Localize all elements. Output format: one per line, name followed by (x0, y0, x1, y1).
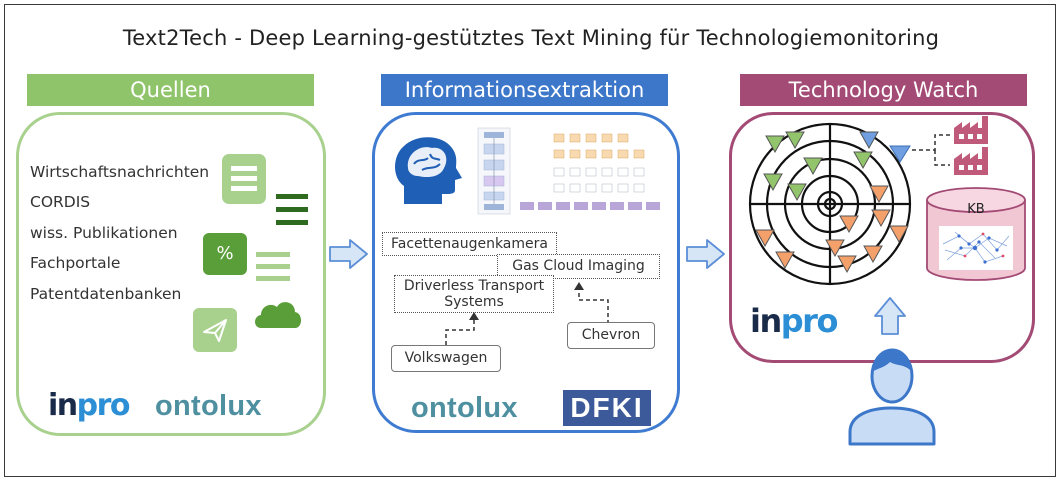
percent-icon (203, 233, 247, 275)
technology-watch-header: Technology Watch (740, 74, 1027, 106)
source-item: Patentdatenbanken (30, 285, 182, 303)
brain-head-icon (395, 137, 462, 204)
entity-box: Volkswagen (391, 345, 501, 372)
arrow-up-icon (874, 297, 906, 335)
technology-radar (748, 122, 912, 286)
extraction-box: Facettenaugenkamera (382, 232, 557, 256)
informationsextraktion-header: Informationsextraktion (381, 74, 668, 106)
source-item: wiss. Publikationen (30, 224, 178, 242)
radar-marker (889, 145, 911, 163)
database-icon (926, 187, 1026, 281)
entity-box: Chevron (567, 322, 655, 349)
list-icon (276, 194, 308, 225)
extraction-box: Driverless Transport Systems (394, 275, 554, 313)
source-item: Fachportale (30, 254, 121, 272)
architecture-diagram-thumbnail (477, 127, 511, 215)
send-icon (193, 308, 237, 352)
source-item: CORDIS (30, 193, 91, 211)
source-item: Wirtschaftsnachrichten (30, 163, 210, 181)
quellen-header: Quellen (27, 74, 314, 106)
arrow-right-icon (329, 239, 368, 269)
document-icon (222, 154, 266, 204)
percent-symbol: % (216, 243, 234, 264)
cloud-icon (255, 302, 301, 328)
extraction-box: Gas Cloud Imaging (497, 254, 660, 279)
person-icon (848, 348, 936, 446)
kb-label: KB (967, 202, 985, 217)
sequence-model-thumbnail (520, 133, 660, 210)
arrow-right-icon (686, 239, 725, 269)
inpro-logo: inpro (48, 388, 131, 423)
factory-icon (954, 116, 988, 144)
diagram-title: Text2Tech - Deep Learning-gestütztes Tex… (122, 26, 940, 50)
ontolux-logo: ontolux (411, 392, 518, 424)
list-icon (256, 252, 290, 281)
quellen-panel (16, 112, 326, 436)
dfki-logo: DFKI (563, 390, 651, 426)
inpro-logo: inpro (750, 302, 838, 340)
ontolux-logo: ontolux (155, 390, 262, 422)
factory-icon (954, 147, 988, 175)
